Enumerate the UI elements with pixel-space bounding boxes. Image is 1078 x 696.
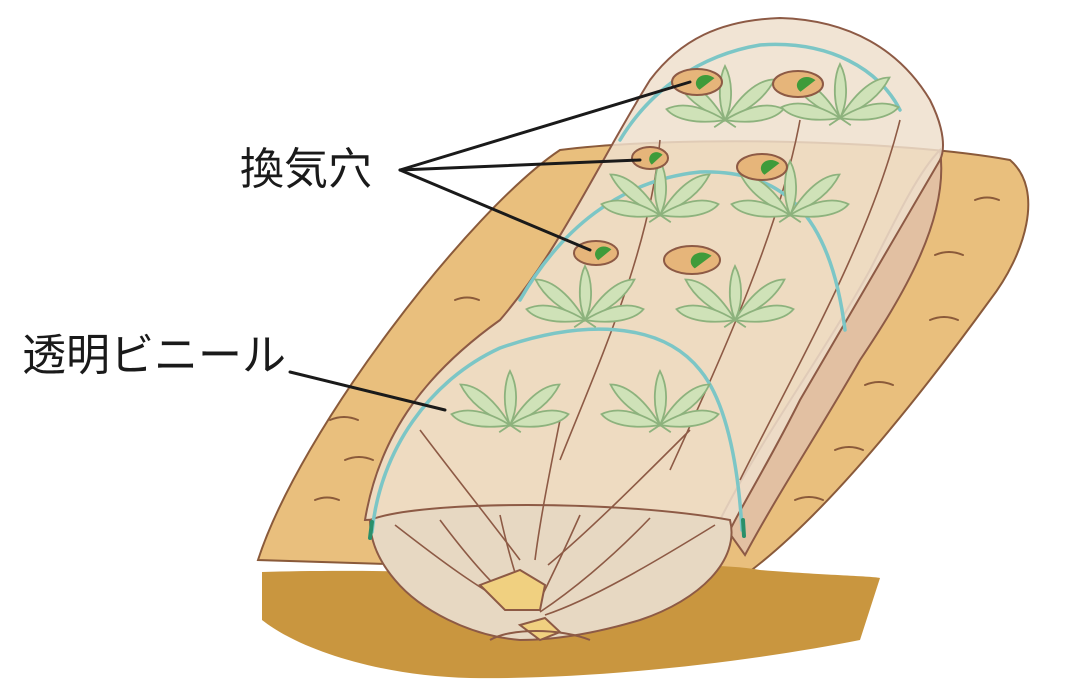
plant-icon — [675, 264, 795, 328]
ventilation-hole-icon — [663, 245, 721, 275]
holes-group — [573, 68, 824, 275]
ventilation-hole-icon — [671, 68, 723, 96]
hoop-ends — [368, 518, 746, 540]
ventilation-hole-icon — [631, 146, 669, 170]
plant-icon — [600, 369, 720, 433]
leader-lines — [288, 80, 692, 412]
soil-furrows — [314, 196, 1000, 501]
plants-group — [450, 62, 900, 433]
plant-icon — [730, 159, 850, 223]
tie-knot — [478, 568, 591, 642]
plant-icon — [600, 159, 720, 223]
cover-front-end — [368, 504, 733, 642]
ventilation-hole-icon — [736, 153, 788, 181]
plant-icon — [665, 64, 785, 128]
leader-line-vent-1 — [398, 80, 692, 172]
plant-icon — [525, 264, 645, 328]
leader-line-vent-3 — [398, 168, 592, 252]
ventilation-hole-icon — [772, 70, 824, 98]
plant-icon — [450, 369, 570, 433]
transparent-vinyl-label: 透明ビニール — [22, 330, 286, 381]
leader-line-vinyl — [288, 370, 447, 412]
leader-line-vent-2 — [398, 158, 642, 172]
ventilation-holes-label: 換気穴 — [240, 144, 372, 195]
